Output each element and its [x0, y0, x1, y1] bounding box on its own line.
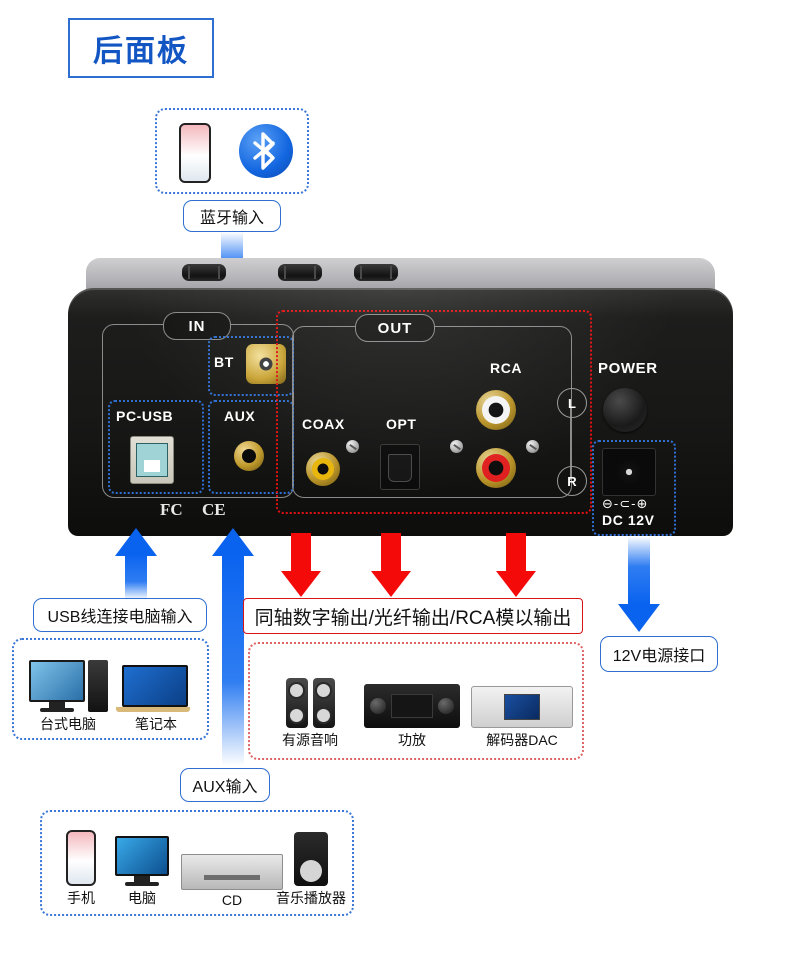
output-device-label: 有源音响 — [282, 732, 338, 748]
page-title-text: 后面板 — [93, 35, 189, 68]
power-button[interactable] — [603, 388, 647, 432]
lr-connector-line — [570, 400, 572, 480]
computer-monitor-icon — [115, 836, 169, 886]
panel-screw-3 — [526, 440, 539, 453]
rca-right-channel-marker: R — [557, 466, 587, 496]
powered-speakers-icon — [285, 678, 335, 728]
arrow-rca-output — [496, 533, 536, 597]
aux-source-item: CD — [180, 820, 284, 908]
power-section-label: POWER — [598, 360, 658, 377]
bluetooth-input-callout: 蓝牙输入 — [183, 200, 281, 232]
output-device-label: 解码器DAC — [486, 732, 558, 748]
toslink-optical-port[interactable] — [380, 444, 420, 490]
outputs-callout: 同轴数字输出/光纤输出/RCA模以输出 — [243, 598, 583, 634]
bluetooth-logo-icon — [239, 124, 293, 178]
arrow-aux-to-sources — [212, 528, 254, 766]
aux-source-label: 电脑 — [128, 890, 156, 906]
aux-source-label: 音乐播放器 — [276, 890, 346, 906]
dc-polarity-icon: ⊖-⊂-⊕ — [602, 496, 649, 511]
arrow-coax-output — [281, 533, 321, 597]
arrow-usb-to-computers — [115, 528, 157, 600]
output-device-item: 功放 — [360, 652, 464, 750]
aux-source-item: 音乐播放器 — [276, 820, 346, 908]
panel-screw-2 — [450, 440, 463, 453]
dac-decoder-icon — [471, 686, 573, 728]
output-device-item: 解码器DAC — [468, 652, 576, 750]
usb-source-item: 台式电脑 — [28, 650, 108, 734]
arrow-dc-to-power-callout — [618, 536, 660, 634]
out-group-outline — [292, 326, 572, 498]
usb-source-item: 笔记本 — [114, 650, 198, 734]
aux-3.5mm-jack[interactable] — [234, 441, 264, 471]
out-group-highlight — [276, 310, 592, 514]
output-devices-box: 有源音响 功放 解码器DAC — [248, 642, 584, 760]
opt-port-label: OPT — [386, 416, 417, 432]
pc-usb-port-label: PC-USB — [116, 408, 174, 424]
coax-port-label: COAX — [302, 416, 345, 432]
desktop-computer-icon — [28, 660, 108, 712]
rca-left-jack-white[interactable] — [476, 390, 516, 430]
page-title: 后面板 — [68, 18, 214, 78]
bt-port-label: BT — [214, 354, 234, 370]
usb-source-label: 台式电脑 — [40, 716, 96, 732]
panel-screw-1 — [346, 440, 359, 453]
dc-power-jack[interactable] — [602, 448, 656, 496]
amplifier-icon — [364, 684, 460, 728]
coaxial-rca-yellow[interactable] — [306, 452, 340, 486]
usb-input-callout: USB线连接电脑输入 — [33, 598, 207, 632]
usb-sources-box: 台式电脑 笔记本 — [12, 638, 209, 740]
smartphone-icon — [179, 123, 211, 183]
device-face: IN BT PC-USB AUX FC CE OUT COAX OPT RCA — [68, 288, 733, 536]
aux-input-callout: AUX输入 — [180, 768, 270, 802]
smartphone-icon — [66, 830, 96, 886]
rca-port-label: RCA — [490, 360, 523, 376]
rca-left-channel-marker: L — [557, 388, 587, 418]
sma-antenna-connector[interactable] — [246, 344, 286, 384]
usb-source-label: 笔记本 — [135, 716, 177, 732]
usb-type-b-port[interactable] — [130, 436, 174, 484]
dc-voltage-label: DC 12V — [602, 512, 655, 528]
rca-right-jack-red[interactable] — [476, 448, 516, 488]
top-knob-2 — [278, 264, 322, 281]
dc-jack-highlight — [592, 440, 676, 536]
aux-source-item: 电脑 — [112, 820, 172, 908]
ce-mark-icon: CE — [202, 500, 226, 519]
output-device-item: 有源音响 — [262, 652, 358, 750]
cd-player-icon — [181, 854, 283, 890]
bt-port-highlight — [208, 336, 294, 396]
laptop-icon — [116, 665, 190, 712]
aux-source-label: CD — [221, 892, 243, 908]
fcc-mark-icon: FC — [160, 500, 183, 519]
aux-source-label: 手机 — [67, 890, 95, 906]
aux-port-highlight — [208, 400, 294, 494]
top-knob-1 — [182, 264, 226, 281]
pc-usb-port-highlight — [108, 400, 204, 494]
output-device-label: 功放 — [398, 732, 426, 748]
power-input-callout: 12V电源接口 — [600, 636, 718, 672]
aux-source-item: 手机 — [54, 820, 108, 908]
music-player-icon — [294, 832, 328, 886]
arrow-opt-output — [371, 533, 411, 597]
device-rear-panel: IN BT PC-USB AUX FC CE OUT COAX OPT RCA — [68, 258, 733, 543]
out-group-label: OUT — [355, 314, 435, 342]
in-group-outline — [102, 324, 294, 498]
aux-port-label: AUX — [224, 408, 256, 424]
in-group-label: IN — [163, 312, 231, 340]
aux-sources-box: 手机 电脑 CD 音乐播放器 — [40, 810, 354, 916]
bluetooth-sources-box — [155, 108, 309, 194]
top-knob-3 — [354, 264, 398, 281]
